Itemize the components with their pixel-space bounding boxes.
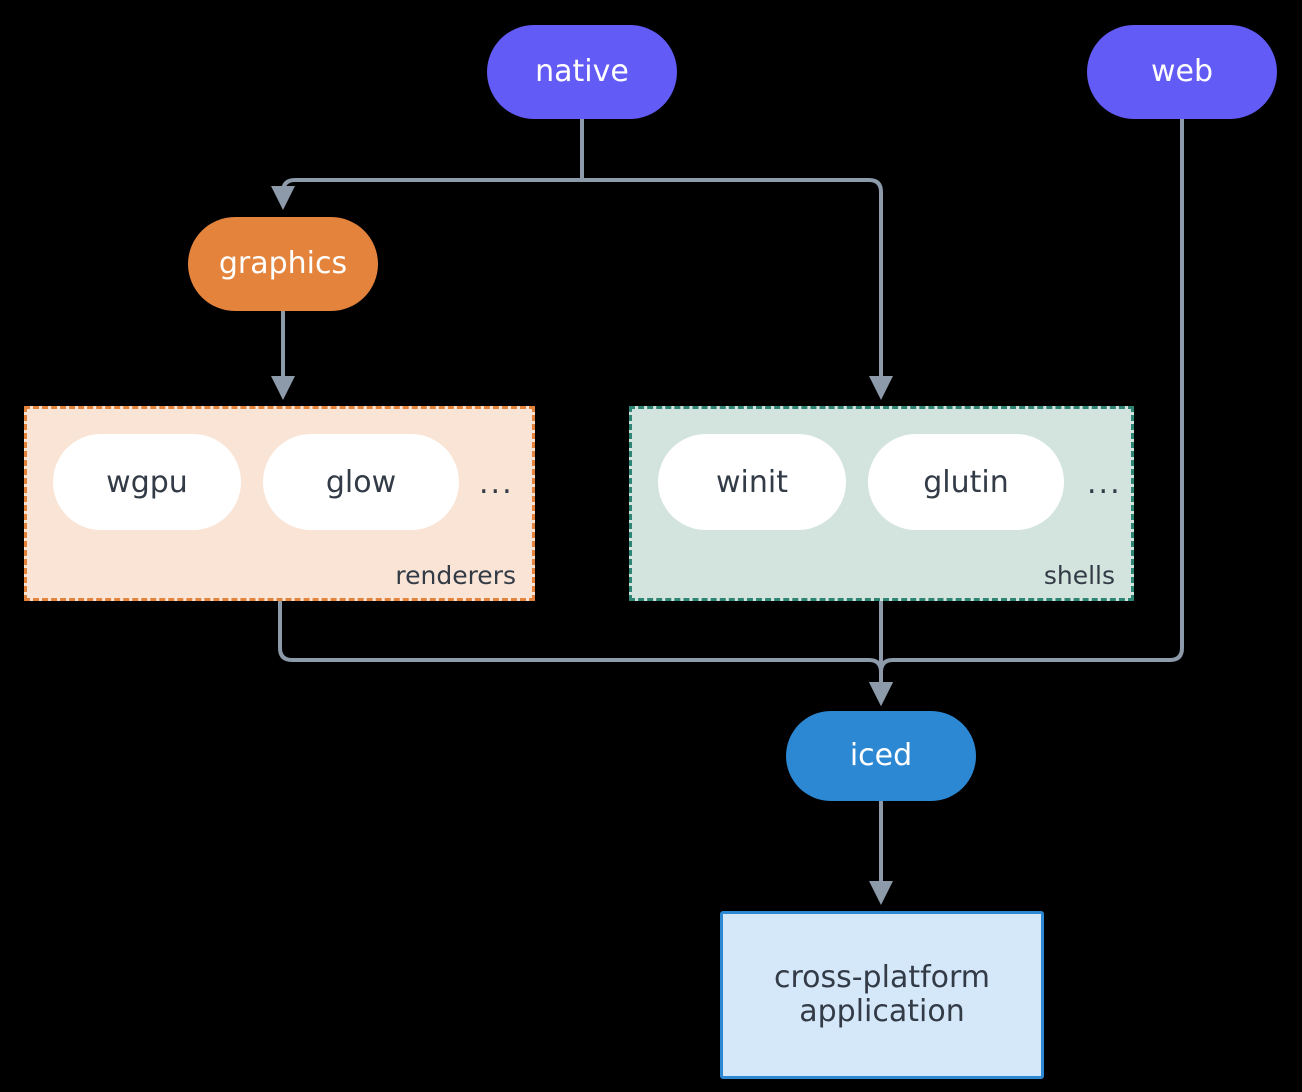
cluster-item-winit[interactable]: winit bbox=[658, 434, 846, 530]
node-graphics[interactable]: graphics bbox=[188, 217, 378, 311]
cluster-item-glow-label: glow bbox=[325, 464, 397, 500]
cluster-item-wgpu-label: wgpu bbox=[106, 464, 188, 500]
cluster-item-winit-label: winit bbox=[716, 464, 788, 500]
edge-renderers-iced bbox=[278, 601, 893, 706]
node-iced-label: iced bbox=[849, 737, 913, 773]
cluster-renderers-overflow-ellipsis: ... bbox=[479, 466, 514, 501]
node-native-label: native bbox=[535, 53, 629, 89]
edge-web-iced bbox=[869, 119, 1184, 706]
cluster-renderers: wgpu glow ... renderers bbox=[24, 406, 535, 601]
cluster-renderers-caption: renderers bbox=[395, 561, 516, 590]
node-web-label: web bbox=[1150, 53, 1214, 89]
cluster-item-glow[interactable]: glow bbox=[263, 434, 459, 530]
node-cross-platform-application[interactable]: cross-platform application bbox=[720, 911, 1044, 1079]
cluster-shells-overflow-ellipsis: ... bbox=[1087, 466, 1122, 501]
edge-native-graphics bbox=[271, 178, 582, 210]
edge-native-shells bbox=[582, 178, 893, 400]
node-app-label-line2: application bbox=[799, 994, 965, 1029]
cluster-item-glutin-label: glutin bbox=[923, 464, 1009, 500]
cluster-shells-caption: shells bbox=[1043, 561, 1115, 590]
node-app-label-line1: cross-platform bbox=[773, 959, 991, 995]
cluster-item-wgpu[interactable]: wgpu bbox=[53, 434, 241, 530]
node-web[interactable]: web bbox=[1087, 25, 1277, 119]
node-iced[interactable]: iced bbox=[786, 711, 976, 801]
node-graphics-label: graphics bbox=[218, 245, 348, 281]
node-native[interactable]: native bbox=[487, 25, 677, 119]
cluster-shells: winit glutin ... shells bbox=[629, 406, 1134, 601]
cluster-item-glutin[interactable]: glutin bbox=[868, 434, 1064, 530]
